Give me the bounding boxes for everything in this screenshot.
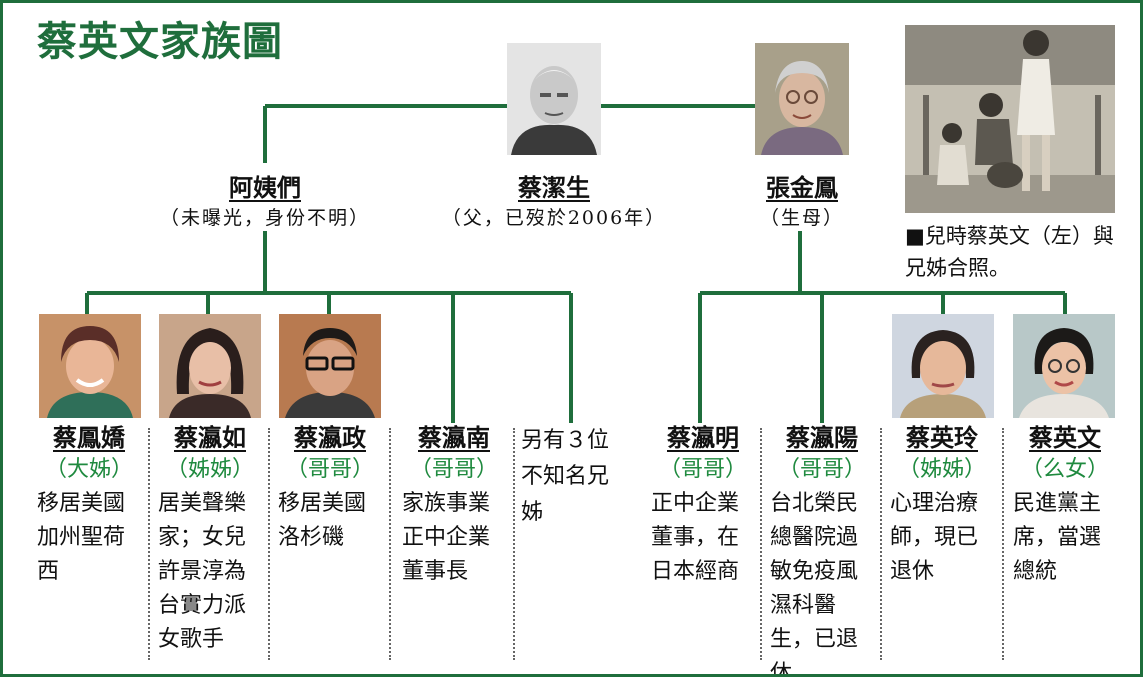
child-photo-8 — [892, 314, 994, 418]
column-divider — [389, 428, 391, 660]
child-9-role: （么女） — [1020, 457, 1109, 482]
child-1-name: 蔡鳳嬌 — [53, 423, 125, 452]
child-4-role: （哥哥） — [409, 457, 498, 482]
parent-name-mother: 張金鳳 — [766, 173, 838, 202]
child-1-desc: 移居美國加州聖荷西 — [37, 491, 126, 584]
child-8-name: 蔡英玲 — [906, 423, 978, 452]
photo-caption: ■兒時蔡英文（左）與兄姊合照。 — [905, 224, 1114, 280]
childhood-photo — [905, 25, 1115, 213]
mother-photo — [755, 43, 849, 155]
child-7-role: （哥哥） — [777, 457, 866, 482]
column-divider — [513, 428, 515, 660]
child-8: 蔡英玲 （姊姊） 心理治療師，現已退休 — [888, 423, 996, 589]
child-6-name: 蔡瀛明 — [667, 423, 739, 452]
father-photo — [507, 43, 601, 155]
child-9: 蔡英文 （么女） 民進黨主席，當選總統 — [1011, 423, 1119, 589]
child-6-role: （哥哥） — [658, 457, 747, 482]
column-divider — [1002, 428, 1004, 660]
child-4-name: 蔡瀛南 — [418, 423, 490, 452]
column-divider — [148, 428, 150, 660]
parent-note-aunts: （未曝光，身份不明） — [159, 207, 370, 229]
parent-note-father: （父，已歿於2006年） — [441, 207, 667, 229]
child-2-desc: 居美聲樂家；女兒許景淳為台實力派女歌手 — [158, 491, 247, 652]
parent-note-mother: （生母） — [759, 207, 844, 229]
child-9-name: 蔡英文 — [1029, 423, 1101, 452]
child-photo-1 — [39, 314, 141, 418]
child-6-desc: 正中企業董事，在日本經商 — [651, 491, 740, 584]
tree-connectors — [85, 104, 1067, 423]
child-7-name: 蔡瀛陽 — [786, 423, 858, 452]
child-3: 蔡瀛政 （哥哥） 移居美國洛杉磯 — [276, 423, 384, 555]
child-photo-3 — [279, 314, 381, 418]
column-divider — [268, 428, 270, 660]
child-7: 蔡瀛陽 （哥哥） 台北榮民總醫院過敏免疫風濕科醫生，已退休 — [768, 423, 876, 677]
child-2-role: （姊姊） — [165, 457, 254, 482]
parent-name-aunts: 阿姨們 — [229, 173, 301, 202]
child-9-desc: 民進黨主席，當選總統 — [1013, 491, 1102, 584]
child-photo-9 — [1013, 314, 1115, 418]
column-divider — [880, 428, 882, 660]
child-6: 蔡瀛明 （哥哥） 正中企業董事，在日本經商 — [649, 423, 757, 589]
child-2: 蔡瀛如 （姊姊） 居美聲樂家；女兒許景淳為台實力派女歌手 — [156, 423, 264, 657]
page-title: 蔡英文家族圖 — [37, 18, 283, 65]
child-5-unknown-siblings: 另有３位不知名兄姊 — [521, 428, 610, 525]
child-7-desc: 台北榮民總醫院過敏免疫風濕科醫生，已退休 — [770, 491, 859, 677]
child-4-desc: 家族事業正中企業董事長 — [402, 491, 491, 584]
child-1: 蔡鳳嬌 （大姊） 移居美國加州聖荷西 — [35, 423, 143, 589]
child-2-name: 蔡瀛如 — [174, 423, 246, 452]
child-3-role: （哥哥） — [285, 457, 374, 482]
child-8-role: （姊姊） — [897, 457, 986, 482]
child-3-name: 蔡瀛政 — [294, 423, 366, 452]
parent-name-father: 蔡潔生 — [518, 173, 590, 202]
child-photo-2 — [159, 314, 261, 418]
child-8-desc: 心理治療師，現已退休 — [890, 491, 979, 584]
child-1-role: （大姊） — [44, 457, 133, 482]
column-divider — [760, 428, 762, 660]
child-3-desc: 移居美國洛杉磯 — [278, 491, 367, 550]
child-4: 蔡瀛南 （哥哥） 家族事業正中企業董事長 — [400, 423, 508, 589]
